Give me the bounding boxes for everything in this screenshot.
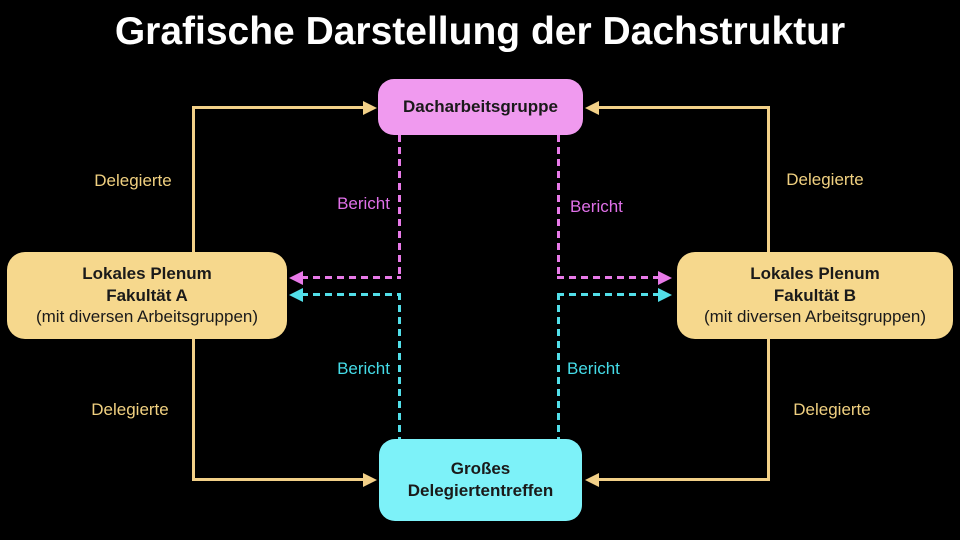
arrow-b-to-treffen-horizontal-line — [599, 478, 770, 481]
arrow-a-to-treffen-horizontal-line — [192, 478, 364, 481]
arrow-b-to-dach-horizontal-line — [599, 106, 770, 109]
bericht-dach-to-b-arrowhead-icon — [658, 271, 672, 285]
node-dacharbeitsgruppe-label: Dacharbeitsgruppe — [403, 97, 558, 117]
label-delegierte-bottom-left: Delegierte — [91, 400, 169, 419]
arrow-a-to-treffen-vertical-line — [192, 339, 195, 481]
bericht-dach-to-a-horizontal-line — [301, 276, 401, 279]
arrow-b-to-treffen-vertical-line — [767, 339, 770, 481]
node-grosses-delegiertentreffen: Großes Delegiertentreffen — [379, 439, 582, 521]
label-bericht-magenta-right: Bericht — [570, 197, 623, 216]
label-bericht-magenta-left: Bericht — [337, 194, 390, 213]
bericht-treffen-to-b-horizontal-line — [557, 293, 658, 296]
arrow-b-to-treffen-arrowhead-icon — [585, 473, 599, 487]
bericht-treffen-to-a-vertical-line — [398, 293, 401, 439]
bericht-treffen-to-b-arrowhead-icon — [658, 288, 672, 302]
arrow-a-to-dach-arrowhead-icon — [363, 101, 377, 115]
page-title: Grafische Darstellung der Dachstruktur — [114, 10, 846, 53]
bericht-treffen-to-b-vertical-line — [557, 293, 560, 439]
node-treffen-line1: Großes — [450, 459, 511, 479]
node-plenum-a-line2: Fakultät A — [106, 285, 188, 305]
node-dacharbeitsgruppe: Dacharbeitsgruppe — [378, 79, 583, 135]
node-plenum-a-line3: (mit diversen Arbeitsgruppen) — [35, 307, 259, 327]
arrow-b-to-dach-arrowhead-icon — [585, 101, 599, 115]
label-bericht-cyan-left: Bericht — [337, 359, 390, 378]
label-bericht-cyan-right: Bericht — [567, 359, 620, 378]
bericht-treffen-to-a-horizontal-line — [301, 293, 401, 296]
bericht-treffen-to-a-arrowhead-icon — [289, 288, 303, 302]
node-plenum-b-line1: Lokales Plenum — [750, 263, 880, 283]
label-delegierte-top-right: Delegierte — [786, 170, 864, 189]
arrow-a-to-dach-vertical-line — [192, 106, 195, 252]
arrow-b-to-dach-vertical-line — [767, 106, 770, 252]
bericht-dach-to-a-arrowhead-icon — [289, 271, 303, 285]
bericht-dach-to-b-horizontal-line — [557, 276, 658, 279]
bericht-dach-to-b-vertical-line — [557, 135, 560, 277]
node-plenum-a-line1: Lokales Plenum — [82, 263, 212, 283]
arrow-a-to-treffen-arrowhead-icon — [363, 473, 377, 487]
label-delegierte-top-left: Delegierte — [94, 171, 172, 190]
node-lokales-plenum-a: Lokales Plenum Fakultät A (mit diversen … — [7, 252, 287, 339]
bericht-dach-to-a-vertical-line — [398, 135, 401, 277]
label-delegierte-bottom-right: Delegierte — [793, 400, 871, 419]
arrow-a-to-dach-horizontal-line — [192, 106, 364, 109]
node-lokales-plenum-b: Lokales Plenum Fakultät B (mit diversen … — [677, 252, 953, 339]
node-plenum-b-line2: Fakultät B — [773, 285, 857, 305]
node-treffen-line2: Delegiertentreffen — [407, 481, 554, 500]
node-plenum-b-line3: (mit diversen Arbeitsgruppen) — [703, 307, 927, 327]
